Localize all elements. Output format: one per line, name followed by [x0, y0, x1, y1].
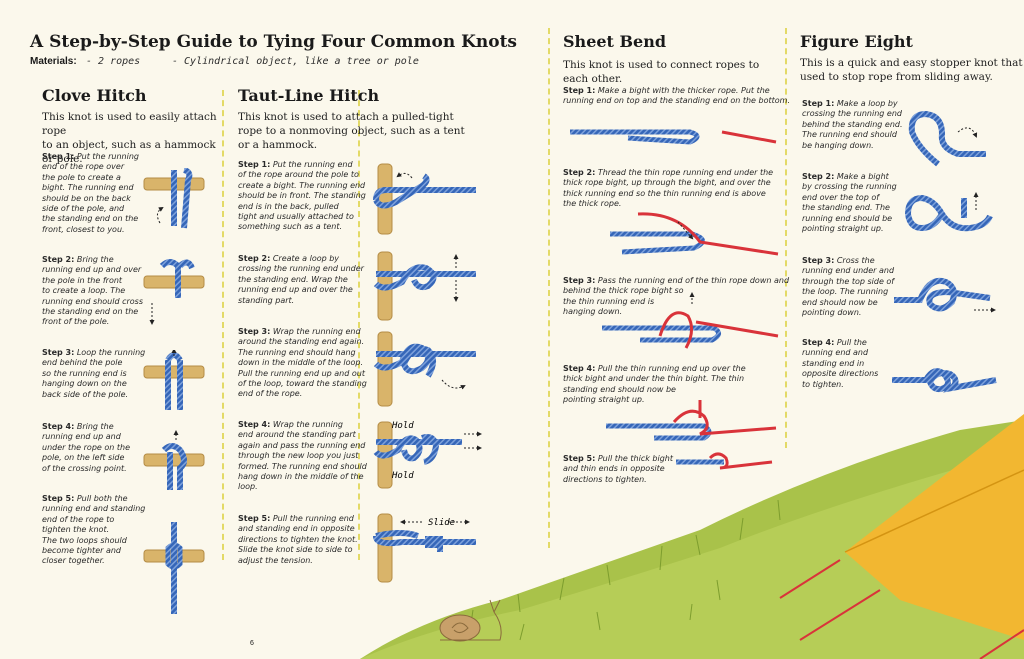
sheet-step-2-illustration: [610, 212, 779, 256]
clove-step-1: Step 1: Put the running end of the rope …: [42, 152, 139, 234]
sheet-step-3: Step 3: Pass the running end of the thin…: [563, 276, 790, 317]
taut-step-5: Step 5: Pull the running end and standin…: [238, 514, 358, 565]
taut-line-hitch-title: Taut-Line Hitch: [238, 86, 380, 105]
snail: [439, 599, 502, 642]
figure-step-1: Step 1: Make a loop by crossing the runn…: [802, 99, 903, 150]
clove-hitch-title: Clove Hitch: [42, 86, 147, 105]
taut-step-1: Step 1: Put the running end of the rope …: [238, 160, 366, 232]
column-divider: [548, 28, 550, 548]
figure-step-2: Step 2: Make a bight by crossing the run…: [802, 172, 897, 234]
sheet-step-2: Step 2: Thread the thin rope running end…: [563, 168, 774, 209]
page-number: 6: [250, 640, 254, 647]
clove-step-2-illustration: [143, 259, 205, 325]
taut-step-3: Step 3: Wrap the running end around the …: [238, 327, 367, 399]
sheet-step-3-illustration: [602, 292, 779, 349]
sheet-step-5-illustration: [676, 452, 773, 470]
column-divider: [785, 28, 787, 448]
page-title: A Step-by-Step Guide to Tying Four Commo…: [30, 32, 517, 52]
taut-step-1-illustration: [373, 163, 476, 235]
tent: [845, 414, 1024, 640]
figure-step-2-illustration: [905, 192, 993, 232]
slide-label: Slide: [428, 518, 455, 528]
clove-step-1-illustration: [143, 168, 205, 229]
sheet-step-4: Step 4: Pull the thin running end up ove…: [563, 364, 746, 405]
taut-step-2-illustration: [373, 251, 476, 321]
material-item: - 2 ropes: [86, 56, 141, 67]
taut-step-4-illustration: Hold Hold: [373, 421, 482, 489]
tent-guy-lines: [779, 559, 1024, 659]
figure-eight-intro: This is a quick and easy stopper knot th…: [800, 57, 1024, 83]
clove-step-5-illustration: [143, 522, 205, 614]
clove-step-2: Step 2: Bring the running end up and ove…: [42, 255, 143, 327]
sheet-step-4-illustration: [606, 400, 777, 441]
figure-step-1-illustration: [908, 110, 986, 167]
taut-step-5-illustration: Slide: [373, 513, 476, 583]
hold-label-bottom: Hold: [391, 471, 414, 481]
clove-step-5: Step 5: Pull both the running end and st…: [42, 494, 146, 566]
figure-step-4-illustration: [892, 368, 997, 393]
material-item: - Cylindrical object, like a tree or pol…: [172, 56, 419, 67]
sheet-bend-intro: This knot is used to connect ropes to ea…: [563, 59, 760, 85]
hold-label-top: Hold: [391, 421, 414, 431]
column-divider: [358, 90, 360, 560]
sheet-step-1: Step 1: Make a bight with the thicker ro…: [563, 86, 790, 106]
clove-step-3-illustration: [143, 350, 205, 410]
figure-step-3-illustration: [894, 277, 996, 313]
clove-step-4-illustration: [143, 430, 205, 490]
figure-eight-title: Figure Eight: [800, 32, 913, 51]
clove-step-3: Step 3: Loop the running end behind the …: [42, 348, 146, 399]
sheet-step-5: Step 5: Pull the thick bight and thin en…: [563, 454, 673, 484]
taut-step-2: Step 2: Create a loop by crossing the ru…: [238, 254, 364, 305]
taut-step-4: Step 4: Wrap the running end around the …: [238, 420, 367, 492]
column-divider: [222, 90, 224, 560]
sheet-step-1-illustration: [570, 129, 777, 145]
taut-step-3-illustration: [373, 331, 476, 407]
sheet-bend-title: Sheet Bend: [563, 32, 667, 51]
materials-label: Materials:: [30, 56, 77, 67]
